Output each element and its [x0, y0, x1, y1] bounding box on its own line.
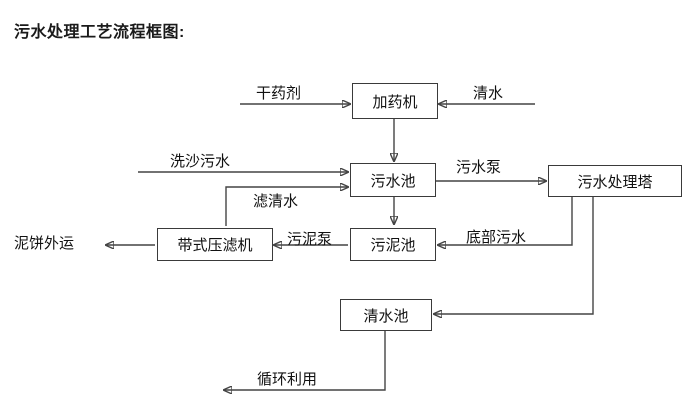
edge-label-bottom-sewage: 底部污水	[466, 229, 527, 246]
node-clear-water-pool[interactable]: 清水池	[340, 299, 432, 331]
node-label: 加药机	[372, 93, 418, 111]
node-treatment-tower[interactable]: 污水处理塔	[548, 165, 682, 197]
node-sludge-pool[interactable]: 污泥池	[350, 228, 436, 261]
node-label: 污水池	[370, 172, 416, 190]
node-dosing-machine[interactable]: 加药机	[352, 83, 438, 119]
page-title: 污水处理工艺流程框图:	[14, 24, 185, 41]
edge-bottom-sewage-to-sludge-pool	[438, 197, 573, 245]
node-label: 污泥池	[370, 237, 416, 254]
edge-clear-pool-to-recycle	[224, 331, 386, 390]
edge-label-clean-water: 清水	[473, 85, 504, 102]
node-label: 带式压滤机	[177, 237, 253, 254]
node-sewage-pool[interactable]: 污水池	[350, 163, 436, 197]
node-label: 污水处理塔	[577, 173, 653, 191]
node-label: 清水池	[363, 307, 409, 325]
edge-filtered-water-to-sewage-pool	[225, 187, 348, 226]
node-belt-filter-press[interactable]: 带式压滤机	[157, 228, 273, 261]
edge-tower-to-clear-pool	[434, 197, 594, 314]
edge-label-dry-agent: 干药剂	[256, 85, 302, 102]
edge-label-filtered-clear-water: 滤清水	[253, 193, 299, 210]
terminal-label-recycle-reuse: 循环利用	[257, 371, 318, 388]
edge-label-sewage-pump: 污水泵	[456, 159, 502, 176]
edge-label-sand-wash-sewage: 洗沙污水	[170, 153, 231, 170]
terminal-label-mud-cake-out: 泥饼外运	[14, 235, 75, 252]
edge-label-sludge-pump: 污泥泵	[287, 231, 333, 248]
